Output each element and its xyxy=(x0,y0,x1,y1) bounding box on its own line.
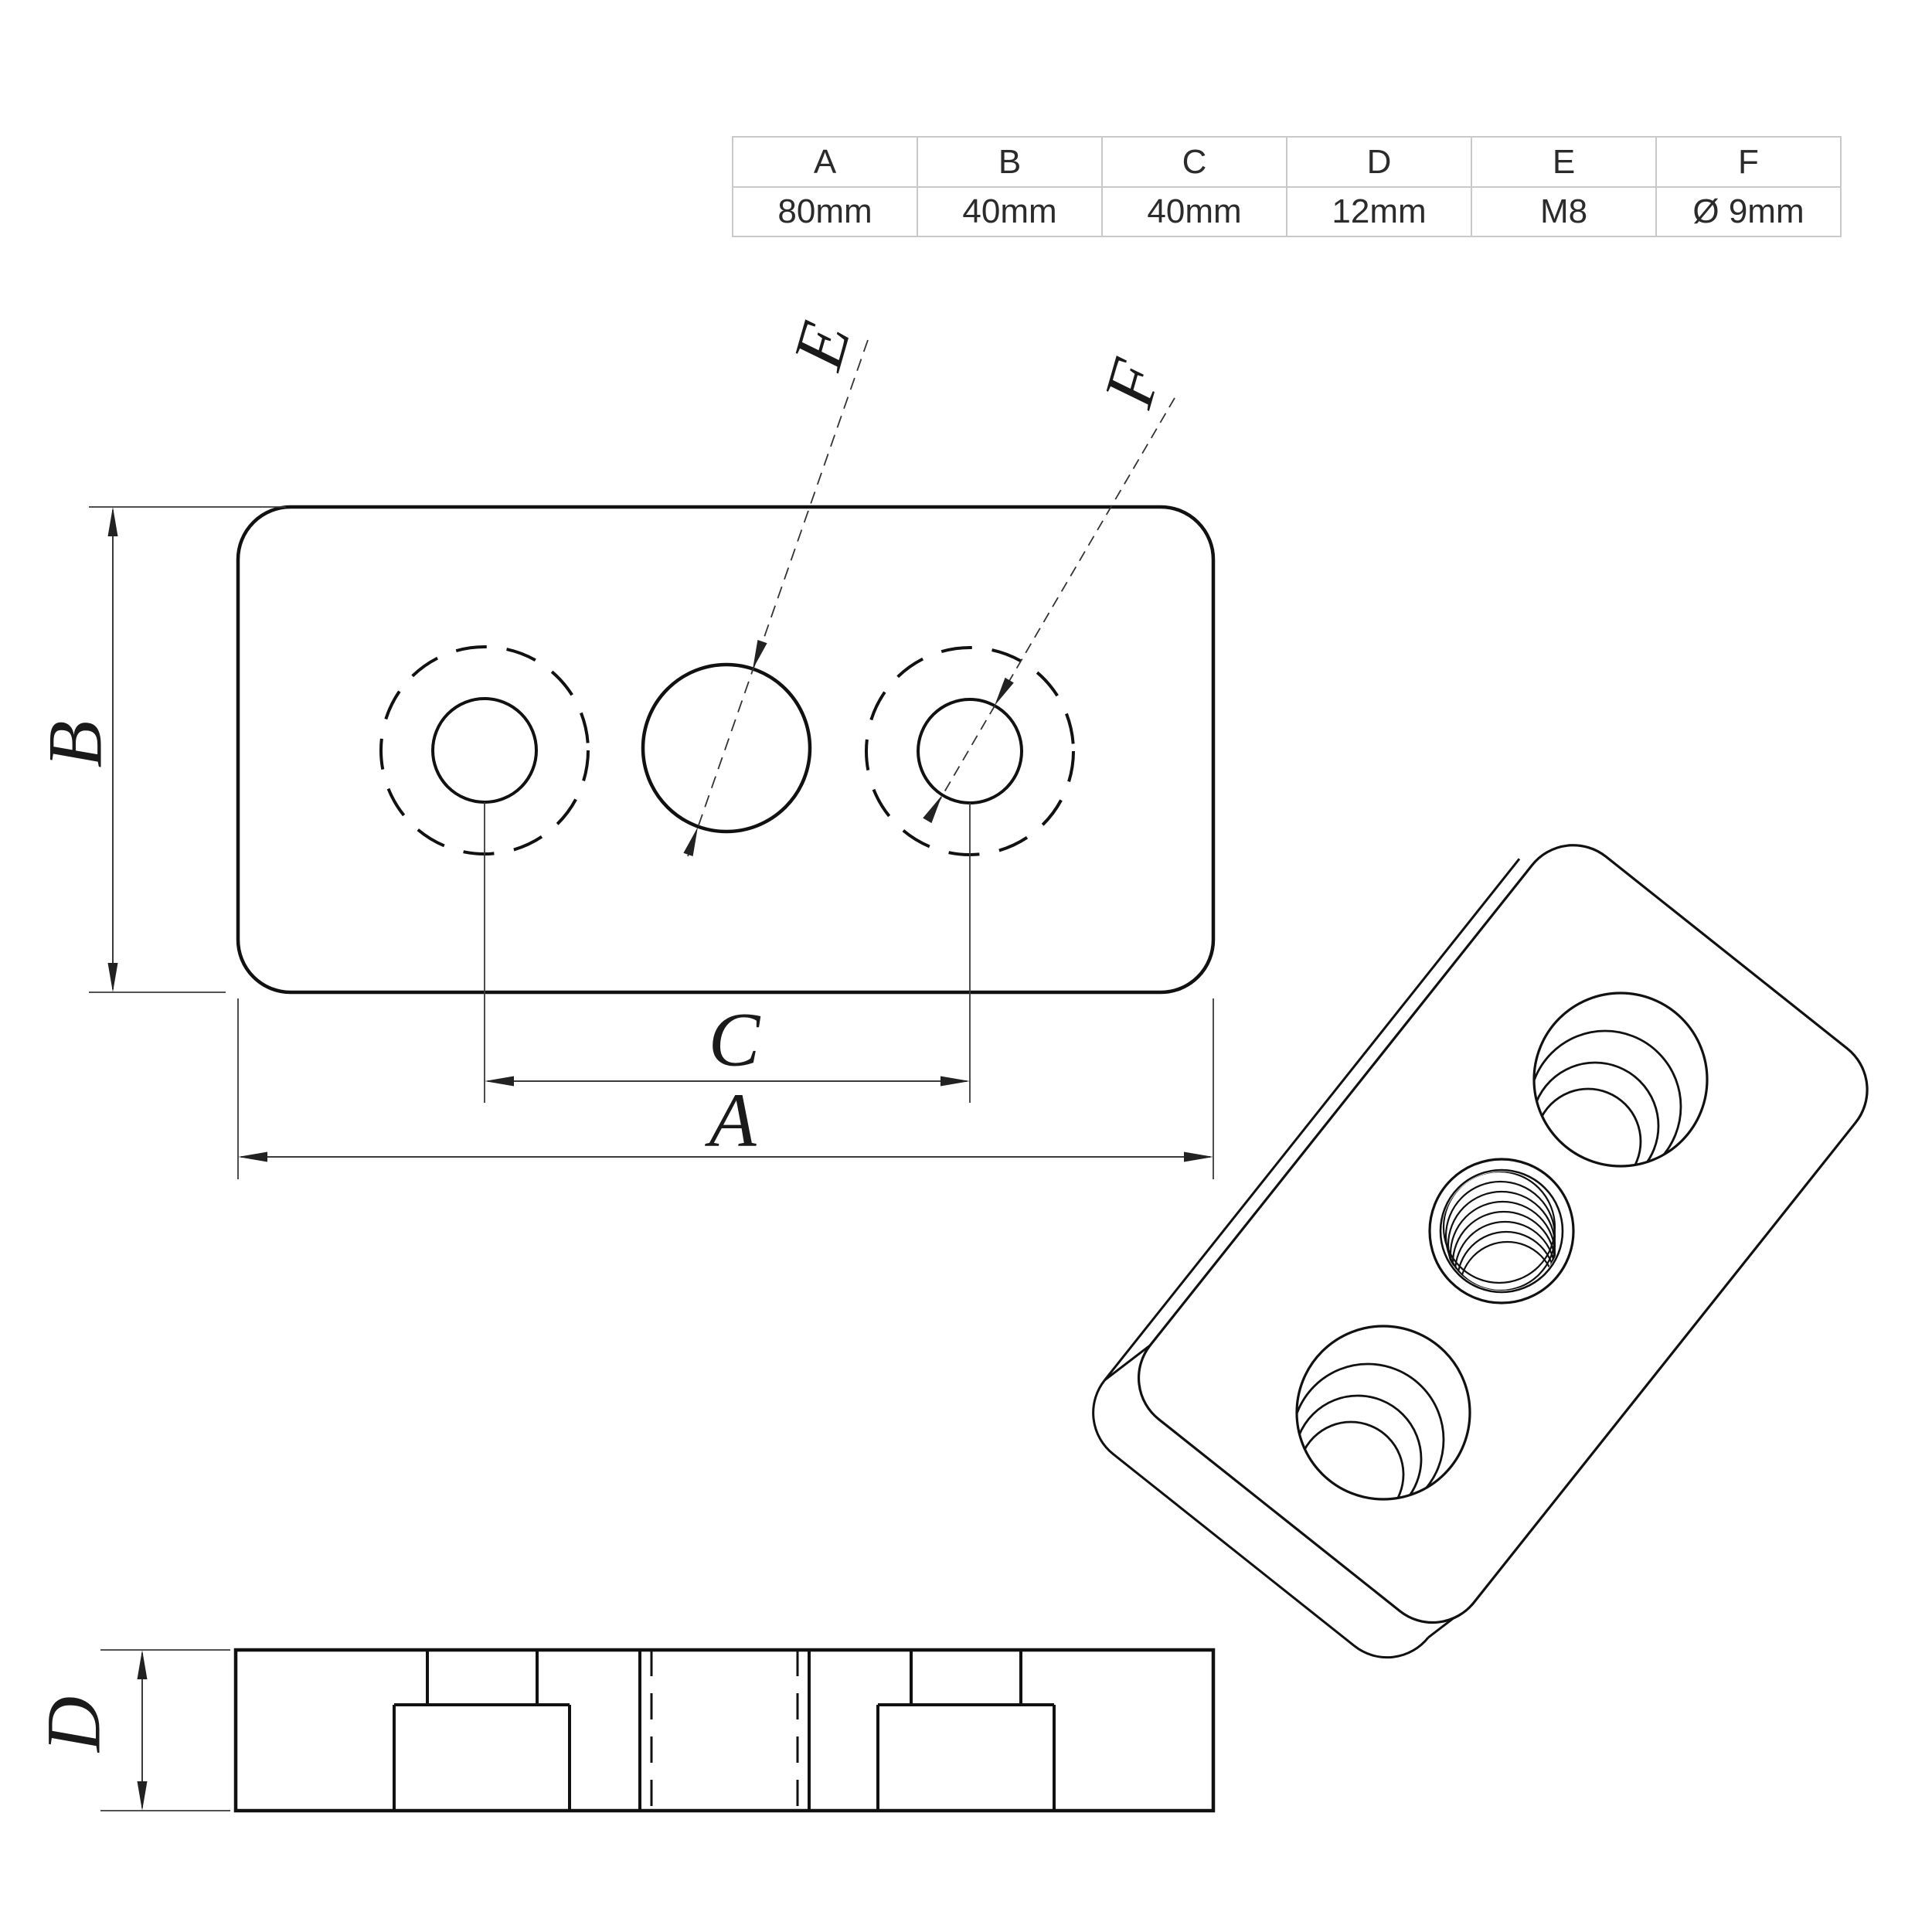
side-right-hole xyxy=(876,1650,1056,1811)
table-value-a: 80mm xyxy=(733,188,918,237)
arrowhead xyxy=(137,1781,148,1811)
dimension-D xyxy=(100,1649,230,1811)
arrowhead xyxy=(940,1076,970,1087)
side-view xyxy=(233,1648,1216,1813)
dimension-B xyxy=(89,506,286,993)
arrowhead xyxy=(995,677,1014,706)
arrowhead xyxy=(683,827,698,856)
arrowhead xyxy=(923,795,942,824)
table-value-c: 40mm xyxy=(1103,188,1287,237)
table-value-d: 12mm xyxy=(1287,188,1472,237)
table-header-a: A xyxy=(733,138,918,188)
center-threaded-hole xyxy=(641,662,812,834)
arrowhead xyxy=(238,1151,267,1162)
dim-label-D: D xyxy=(30,1696,117,1753)
table-value-b: 40mm xyxy=(918,188,1103,237)
arrowhead xyxy=(107,963,118,992)
table-value-f: Ø 9mm xyxy=(1657,188,1842,237)
table-value-e: M8 xyxy=(1472,188,1657,237)
side-outline xyxy=(233,1648,1216,1813)
side-threaded-hole xyxy=(638,1650,811,1811)
dim-label-B: B xyxy=(32,720,118,768)
arrowhead xyxy=(137,1650,148,1679)
side-left-hole xyxy=(393,1650,571,1811)
iso-top-face xyxy=(1137,844,1869,1624)
right-hole xyxy=(917,698,1023,804)
dim-label-C: C xyxy=(708,996,760,1083)
table-header-e: E xyxy=(1472,138,1657,188)
isometric-view xyxy=(1092,844,1869,1659)
arrowhead xyxy=(753,640,767,669)
table-header-c: C xyxy=(1103,138,1287,188)
table-header-d: D xyxy=(1287,138,1472,188)
hole-centerlines xyxy=(484,802,971,1103)
dim-label-A: A xyxy=(709,1077,757,1163)
table-header-b: B xyxy=(918,138,1103,188)
callout-E xyxy=(683,339,869,857)
callout-F xyxy=(923,397,1175,824)
table-header-f: F xyxy=(1657,138,1842,188)
dimension-A xyxy=(237,998,1214,1179)
arrowhead xyxy=(485,1076,514,1087)
plate-outline xyxy=(236,505,1216,995)
dimension-C xyxy=(485,1076,970,1087)
dimension-table: A B C D E F 80mm 40mm 40mm 12mm M8 Ø 9mm xyxy=(732,136,1842,237)
arrowhead xyxy=(1184,1151,1213,1162)
left-hole xyxy=(431,697,538,804)
arrowhead xyxy=(107,507,118,536)
